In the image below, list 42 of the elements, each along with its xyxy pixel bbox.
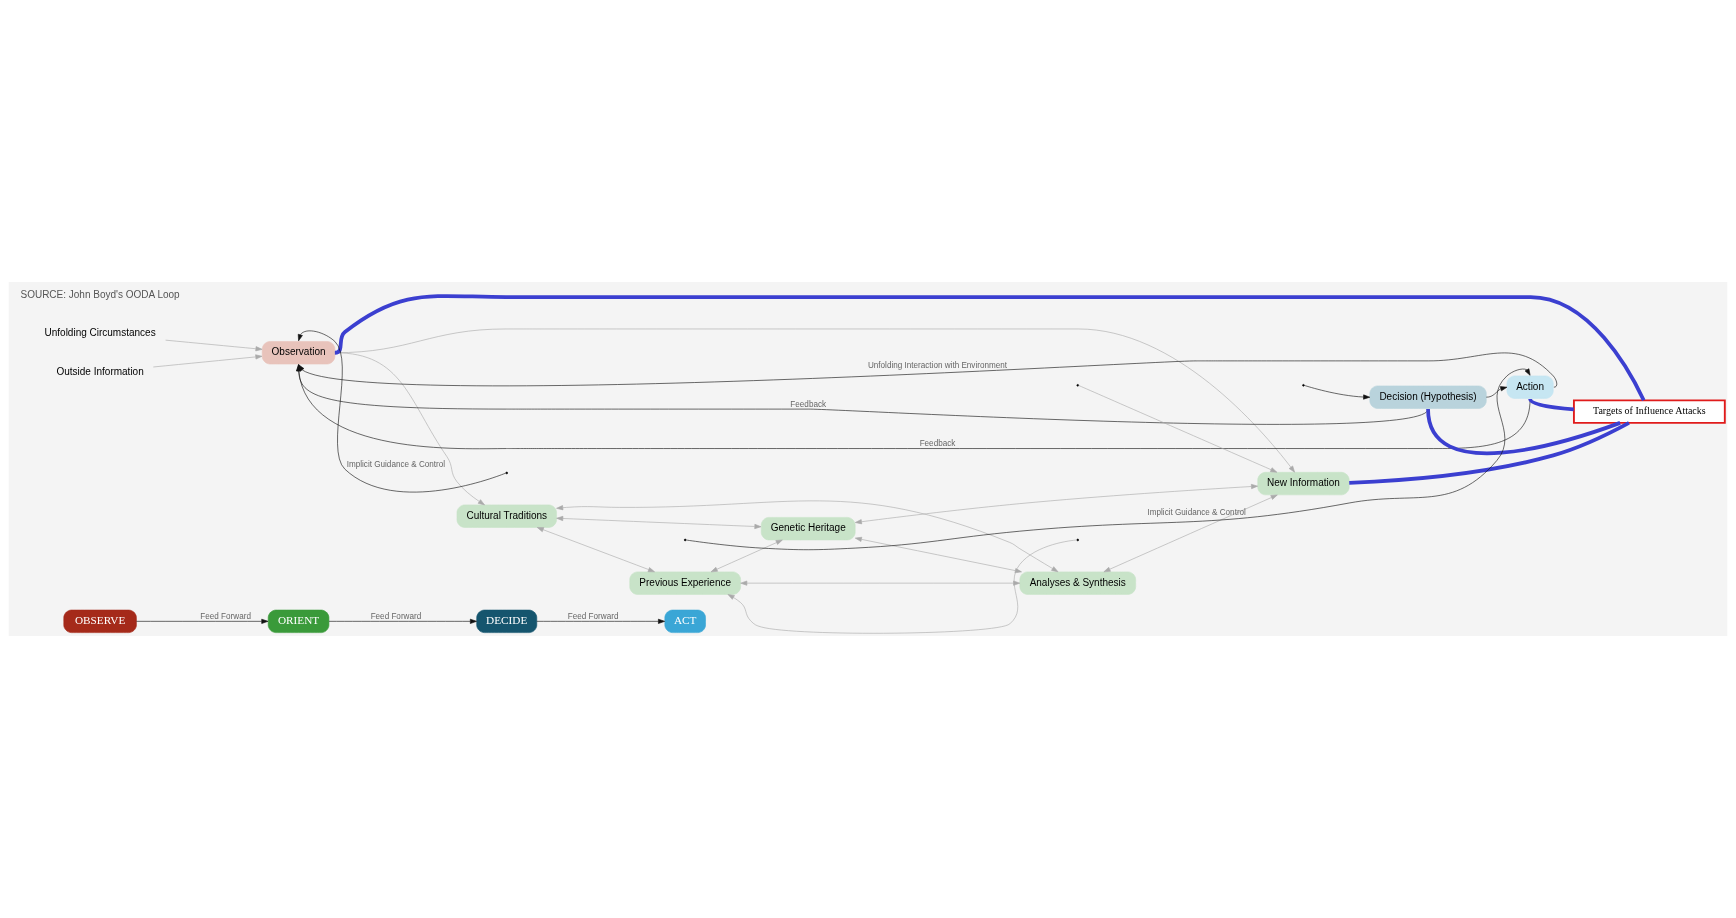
node-text: Outside Information (56, 365, 144, 377)
arrow (556, 515, 762, 529)
arrow (710, 539, 783, 573)
arrow (296, 364, 1429, 425)
node-box: Analyses & Synthesis (1019, 571, 1136, 595)
arrow (298, 352, 1558, 388)
arrow (740, 580, 1021, 586)
arrow (1304, 385, 1371, 400)
connector (333, 294, 1646, 402)
connector (1349, 421, 1630, 485)
arrow (165, 339, 263, 352)
arrow (296, 364, 1531, 450)
arrow (536, 618, 665, 624)
arrow (153, 354, 263, 368)
node-box: DECIDE (476, 609, 538, 633)
arrow (136, 618, 269, 624)
node-box: New Information (1257, 472, 1350, 496)
arrow (727, 539, 1077, 634)
arrow (328, 618, 477, 624)
node-box: Targets of Influence Attacks (1573, 399, 1726, 424)
arrow (1103, 494, 1278, 573)
connector (1426, 408, 1621, 456)
arrow (854, 484, 1258, 525)
arrow (536, 527, 655, 573)
node-box: Genetic Heritage (760, 517, 856, 541)
arrow (685, 368, 1531, 551)
arrow (1485, 386, 1508, 398)
node-box: OBSERVE (63, 609, 137, 633)
node-box: Observation (261, 341, 336, 365)
node-box: Cultural Traditions (456, 504, 557, 528)
node-box: ORIENT (267, 609, 330, 633)
node-box: Previous Experience (629, 571, 741, 595)
arrow (297, 330, 507, 493)
node-box: Decision (Hypothesis) (1369, 385, 1487, 409)
arrow (1078, 385, 1278, 473)
label: SOURCE: John Boyd's OODA Loop (20, 289, 180, 301)
arrow (854, 536, 1022, 574)
connector (1528, 398, 1574, 412)
node-box: ACT (664, 609, 706, 633)
node-box: Action (1506, 375, 1554, 399)
node-text: Unfolding Circumstances (44, 327, 156, 339)
arrow (556, 500, 1059, 573)
